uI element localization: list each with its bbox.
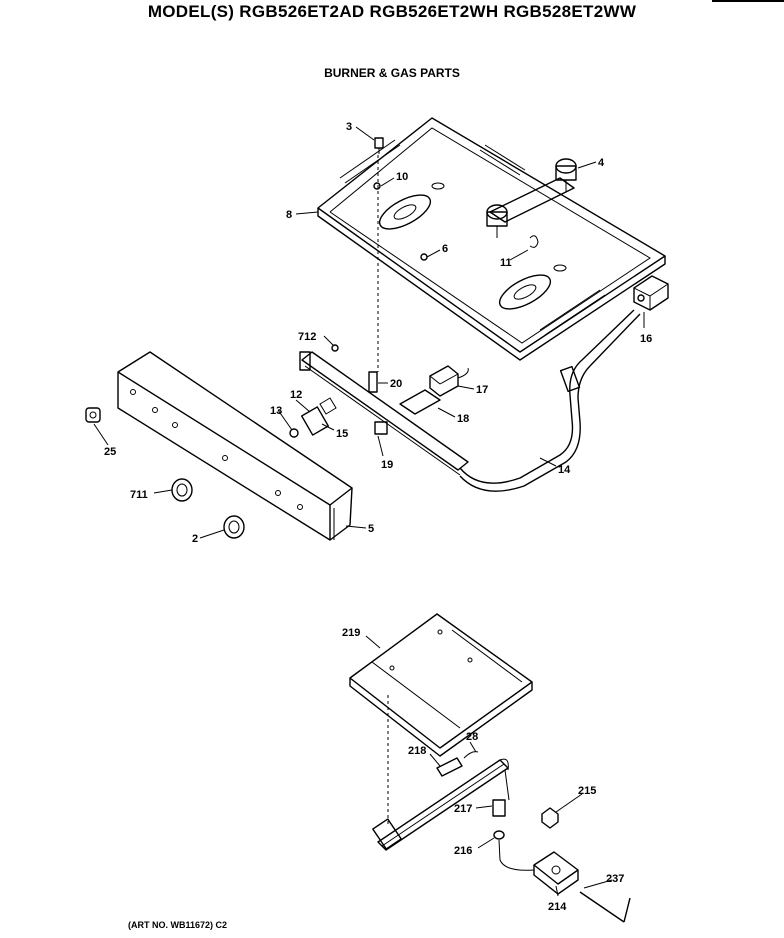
screw-part-6 (420, 253, 428, 261)
callout-712: 712 (298, 331, 316, 343)
callout-5: 5 (368, 523, 374, 535)
callout-10: 10 (396, 171, 408, 183)
burner-box-part-8 (317, 117, 666, 361)
callout-217: 217 (454, 803, 472, 815)
callout-14: 14 (558, 464, 571, 476)
callout-16: 16 (640, 333, 652, 345)
art-number: (ART NO. WB11672) C2 (128, 920, 228, 930)
callout-12: 12 (290, 389, 302, 401)
callout-218: 218 (408, 745, 426, 757)
igniter-assembly-part-4 (486, 158, 577, 248)
screw-part-10 (373, 182, 381, 190)
model-title: MODEL(S) RGB526ET2AD RGB526ET2WH RGB528E… (147, 2, 637, 21)
corner-rule (712, 0, 784, 2)
section-title: BURNER & GAS PARTS (324, 66, 460, 80)
oven-valve-part-214 (498, 839, 579, 895)
callout-3: 3 (346, 121, 352, 133)
bracket-part-215 (541, 807, 559, 829)
callout-6: 6 (442, 243, 448, 255)
oven-burner-tube (372, 751, 510, 851)
control-panel-part-5 (117, 351, 353, 541)
callout-28: 28 (466, 731, 478, 743)
callout-18: 18 (457, 413, 469, 425)
callout-25: 25 (104, 446, 116, 458)
callout-219: 219 (342, 627, 360, 639)
callout-4: 4 (598, 157, 605, 169)
knob-part-2 (223, 515, 245, 539)
screw-part-3 (374, 137, 384, 154)
leader-lines (93, 126, 645, 897)
callout-13: 13 (270, 405, 282, 417)
callout-237: 237 (606, 873, 624, 885)
callout-19: 19 (381, 459, 393, 471)
callout-216: 216 (454, 845, 472, 857)
rod-part-237 (579, 891, 631, 923)
manifold-assembly (289, 344, 469, 476)
gas-tube-part-14 (459, 309, 641, 492)
bezel-part-25 (85, 407, 101, 423)
callout-711: 711 (130, 489, 148, 501)
heat-shield-part-219 (349, 613, 533, 757)
callout-215: 215 (578, 785, 596, 797)
callout-11: 11 (500, 257, 512, 269)
knob-part-711 (171, 478, 193, 502)
callout-2: 2 (192, 533, 198, 545)
callout-20: 20 (390, 378, 402, 390)
callout-8: 8 (286, 209, 292, 221)
regulator-part-16 (633, 275, 669, 311)
callout-17: 17 (476, 384, 488, 396)
callout-labels: 3 4 10 8 6 11 16 712 20 17 12 13 15 18 1… (104, 121, 652, 913)
callout-214: 214 (548, 901, 567, 913)
callout-15: 15 (336, 428, 348, 440)
